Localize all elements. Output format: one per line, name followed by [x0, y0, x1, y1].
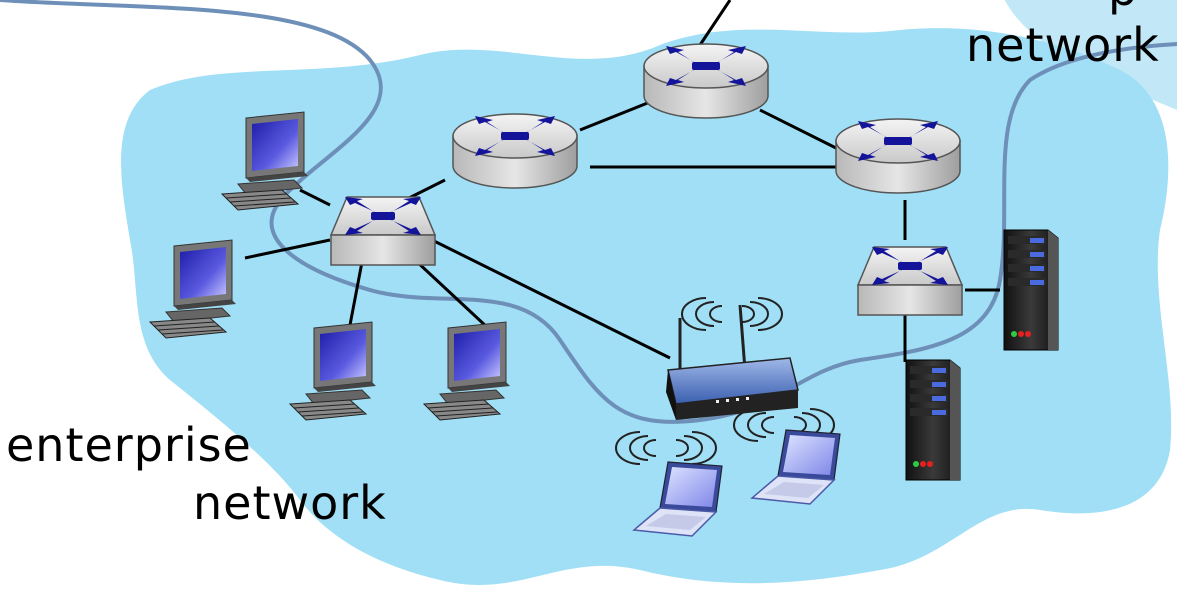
router-icon: [835, 118, 961, 194]
wireless-access-point-icon: [666, 297, 799, 420]
provider-network-label-line1: p: [1108, 0, 1138, 12]
provider-network-label-line2: network: [966, 18, 1160, 72]
enterprise-network-label-line2: network: [193, 476, 387, 530]
router-icon: [452, 113, 578, 189]
traffic-path-line: [0, 0, 1177, 424]
server-icon: [905, 359, 961, 481]
enterprise-network-label-line1: enterprise: [6, 418, 252, 472]
switch-icon: [330, 196, 436, 266]
switch-icon: [857, 246, 963, 316]
server-icon: [1003, 229, 1059, 351]
router-icon: [643, 43, 769, 119]
network-links: [244, 0, 1000, 362]
